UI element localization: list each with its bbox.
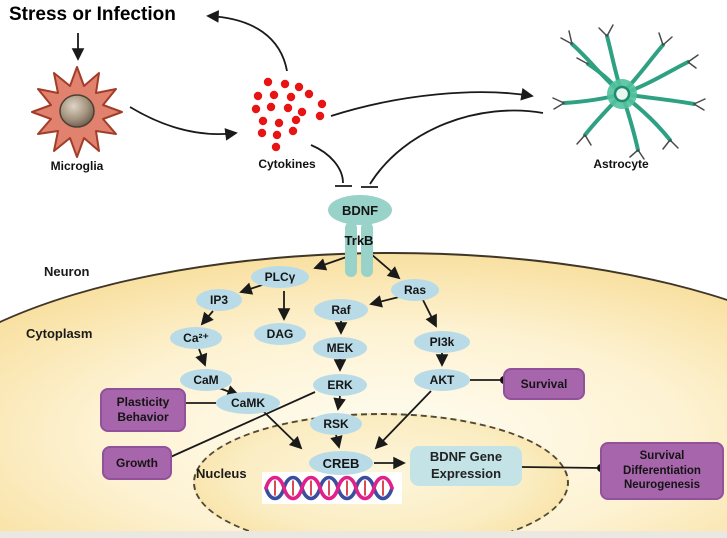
arrow-trkb-to-ras — [370, 253, 401, 280]
node-raf: Raf — [314, 299, 368, 321]
node-mek: MEK — [313, 337, 367, 359]
node-plcg: PLCγ — [251, 266, 309, 288]
arrow-akt-to-creb — [374, 390, 432, 450]
arrow-ras-to-raf — [369, 295, 400, 308]
node-akt: AKT — [414, 369, 470, 391]
line-gene-to-survdiff — [521, 466, 602, 469]
node-bdnf: BDNF — [328, 195, 392, 225]
outcome-survival-differentiation-neurogenesis: Survival Differentiation Neurogenesis — [600, 442, 724, 500]
inhibit-astrocyte-to-bdnf — [369, 109, 544, 185]
bdnf-gene-expression-box: BDNF Gene Expression — [410, 446, 522, 486]
arrow-ras-to-pi3k — [422, 299, 437, 328]
outcome-survival: Survival — [503, 368, 585, 400]
node-ip3: IP3 — [196, 289, 242, 311]
arrow-cytokines-to-title — [206, 10, 288, 72]
node-ras: Ras — [391, 279, 439, 301]
microglia-cell-icon — [31, 66, 123, 158]
astrocyte-cell-icon — [552, 24, 706, 160]
node-trkb: TrkB — [344, 233, 374, 248]
arrow-ca-to-cam — [195, 348, 208, 367]
astrocyte-label: Astrocyte — [593, 157, 649, 171]
trkb-receptor-right — [361, 222, 373, 277]
line-growth-to-erk — [165, 391, 316, 460]
nucleus-label: Nucleus — [196, 466, 247, 481]
node-creb: CREB — [309, 451, 373, 475]
cytoplasm-label: Cytoplasm — [26, 326, 93, 341]
node-dag: DAG — [254, 323, 306, 345]
neuron-label: Neuron — [44, 264, 90, 279]
node-pi3k: PI3k — [414, 331, 470, 353]
dna-helix-icon — [264, 475, 394, 501]
trkb-receptor-left — [345, 222, 357, 277]
arrow-erk-to-rsk — [333, 395, 346, 411]
arrow-microglia-to-cytokines — [129, 106, 238, 141]
node-camk: CaMK — [216, 392, 280, 414]
cytokines-label: Cytokines — [258, 157, 316, 171]
cytokine-dots-icon — [251, 77, 327, 152]
arrow-ip3-to-ca — [200, 310, 214, 326]
node-rsk: RSK — [310, 413, 362, 435]
figure-bottom-strip — [0, 531, 727, 538]
outcome-growth: Growth — [102, 446, 172, 480]
arrow-cytokines-to-astrocyte — [330, 88, 534, 117]
node-cam: CaM — [180, 369, 232, 391]
page-title: Stress or Infection — [9, 4, 176, 25]
inhibit-cytokines-to-bdnf — [310, 144, 344, 184]
arrow-camk-to-creb — [261, 409, 303, 450]
node-erk: ERK — [313, 374, 367, 396]
outcome-plasticity-behavior: Plasticity Behavior — [100, 388, 186, 432]
node-ca: Ca²⁺ — [170, 327, 222, 349]
arrow-rsk-to-creb — [330, 434, 343, 449]
microglia-label: Microglia — [50, 159, 104, 173]
